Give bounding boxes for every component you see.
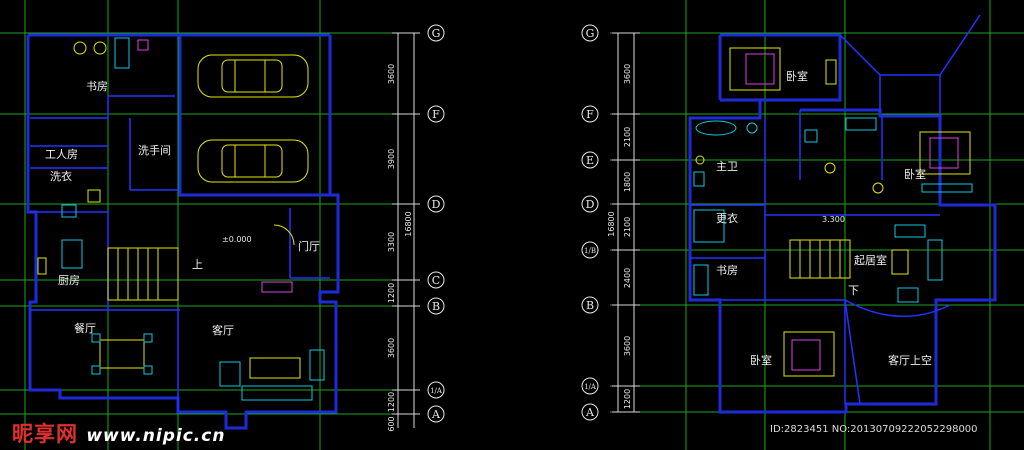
axis-label: D (432, 198, 441, 211)
dim-text: 2100 (623, 127, 632, 147)
room-label-living: 客厅 (212, 323, 234, 337)
stair-down-label: 下 (848, 284, 859, 297)
dim-text: 3600 (623, 336, 632, 356)
dimension-texts-right: 3600 2100 1800 2100 2400 3600 1200 16800 (607, 64, 632, 409)
room-labels-left: 书房 工人房 洗衣 洗手间 厨房 餐厅 客厅 门厅 上 ±0.000 (45, 80, 320, 337)
axis-label: A (585, 406, 595, 419)
dim-text: 3900 (387, 149, 396, 169)
room-label-dining: 餐厅 (74, 321, 96, 335)
garage-cars (197, 54, 309, 183)
room-label-dressing: 更衣 (716, 211, 738, 225)
axis-label: G (432, 27, 441, 40)
level-mark: 3.300 (822, 215, 845, 224)
room-labels-right: 卧室 主卫 卧室 更衣 书房 起居室 下 卧室 客厅上空 3.300 (716, 69, 932, 367)
total-dim-text: 16800 (404, 211, 413, 236)
room-label-washroom: 洗手间 (138, 143, 171, 157)
watermark-brand: 昵享网 (12, 422, 78, 446)
dimension-lines (392, 32, 640, 428)
axis-label: 1/A (430, 387, 443, 395)
right-furniture (693, 47, 973, 377)
axis-label: F (432, 108, 440, 121)
watermark: 昵享网 www.nipic.cn (12, 418, 225, 448)
axis-label: G (586, 27, 595, 40)
axis-label: A (431, 408, 441, 421)
axis-label: B (586, 299, 594, 312)
dim-text: 1200 (387, 283, 396, 303)
dim-text: 2400 (623, 268, 632, 288)
dim-text: 3600 (387, 338, 396, 358)
dim-text: 1200 (623, 389, 632, 409)
axis-label: F (586, 108, 594, 121)
total-dim-text: 16800 (607, 211, 616, 236)
room-label-study: 书房 (86, 80, 108, 93)
dim-text: 2100 (623, 217, 632, 237)
room-label-master-bath: 主卫 (716, 160, 738, 173)
axis-labels-right: G F E D 1/B B 1/A A (584, 27, 597, 419)
room-label-void: 客厅上空 (888, 353, 932, 367)
image-id-text: ID:2823451 NO:20130709222052298000 (770, 424, 978, 435)
right-plan-walls (688, 14, 997, 414)
dim-text: 3600 (387, 64, 396, 84)
dimension-texts-left: 3600 3900 3300 1200 3600 1200 600 16800 (387, 64, 413, 432)
level-mark: ±0.000 (222, 235, 252, 244)
axis-labels-left: G F D C B 1/A A (430, 27, 443, 421)
axis-label: 1/A (584, 383, 597, 391)
left-plan-walls (26, 33, 340, 430)
dim-text: 600 (387, 416, 396, 431)
axis-label: 1/B (584, 247, 596, 255)
axis-label: C (432, 274, 440, 287)
room-label-study: 书房 (716, 264, 738, 277)
dim-text: 1200 (387, 392, 396, 412)
axis-markers-right (581, 24, 599, 421)
room-label-family-room: 起居室 (854, 253, 887, 267)
room-label-foyer: 门厅 (298, 239, 320, 253)
stair-up-label: 上 (192, 258, 203, 271)
dim-text: 1800 (623, 172, 632, 192)
room-label-bedroom-bottom: 卧室 (750, 353, 772, 367)
room-label-bedroom-top: 卧室 (786, 69, 808, 83)
left-furniture (37, 37, 325, 401)
axis-label: B (432, 300, 440, 313)
room-label-worker-room: 工人房 (45, 148, 78, 161)
room-label-bedroom-right: 卧室 (904, 167, 926, 181)
watermark-url: www.nipic.cn (86, 426, 226, 446)
dim-text: 3300 (387, 232, 396, 252)
dim-text: 3600 (623, 64, 632, 84)
room-label-kitchen: 厨房 (58, 274, 80, 287)
axis-markers-left (427, 24, 445, 423)
room-label-laundry: 洗衣 (50, 169, 72, 183)
axis-label: E (586, 154, 594, 167)
axis-label: D (586, 198, 595, 211)
